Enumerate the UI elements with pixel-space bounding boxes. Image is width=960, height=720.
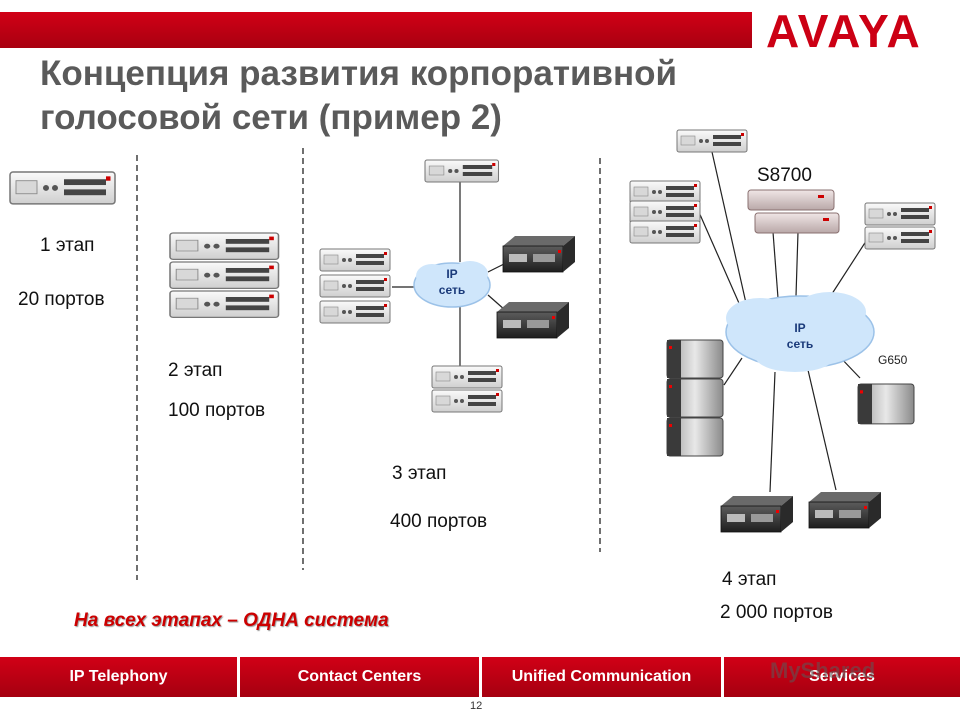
ip-cloud-2-label-line2: сеть [786,337,814,351]
page-number: 12 [470,700,483,712]
stage4-gateway-top [676,129,748,153]
stage4-cabinet-3 [666,417,724,457]
s8700-servers [747,189,840,234]
stage-4-label: 4 этап [722,569,777,590]
footer-tab-ip-telephony[interactable]: IP Telephony [0,657,240,697]
stage4-gateway-right-2 [864,226,936,250]
stage4-gateway-left-1 [629,180,701,204]
ip-cloud-1-label-line1: IP [446,267,458,281]
ip-cloud-1-label: IP сеть [432,266,472,298]
stage3-gateway-left-2 [319,274,391,298]
footer-tab-contact-centers[interactable]: Contact Centers [240,657,482,697]
footer-tab-unified-communication[interactable]: Unified Communication [482,657,724,697]
s8700-label: S8700 [757,165,812,186]
stage1-gateway [9,171,116,205]
stage2-gateway-2 [169,261,280,290]
ip-cloud-1 [413,261,491,308]
stage-1-label: 1 этап [40,235,95,256]
stage4-media-server-2 [808,491,882,529]
stage-3-ports: 400 портов [390,511,488,532]
stage3-gateway-bottom-1 [431,365,503,389]
title-line-1: Концепция развития корпоративной [40,54,678,93]
stage4-cabinet-2 [666,378,724,418]
stage4-media-server-1 [720,495,794,533]
stage2-gateway-1 [169,232,280,261]
slogan: На всех этапах – ОДНА система [74,610,389,631]
stage4-gateway-right-1 [864,202,936,226]
stage4-gateway-left-2 [629,200,701,224]
stage3-media-server-1 [502,235,576,273]
stage-4-ports: 2 000 портов [720,602,833,623]
ip-cloud-2-label-line1: IP [794,321,806,335]
ip-cloud-1-label-line2: сеть [438,283,466,297]
footer-bar: IP Telephony Contact Centers Unified Com… [0,657,960,697]
stage3-media-server-2 [496,301,570,339]
title-line-2: голосовой сети (пример 2) [40,98,502,137]
stage4-cabinet-1 [666,339,724,379]
watermark: MyShared [770,658,876,683]
avaya-logo: AVAYA [766,5,922,57]
stage3-gateway-left-3 [319,300,391,324]
ip-cloud-2-label: IP сеть [780,320,820,352]
stage-2-label: 2 этап [168,360,223,381]
stage4-g650-cabinet [857,383,915,425]
stage2-gateway-3 [169,290,280,319]
stage3-gateway-top [424,159,500,183]
g650-label: G650 [878,353,908,367]
header-red-bar [0,12,752,48]
slide-title: Концепция развития корпоративной голосов… [40,52,677,140]
ip-cloud-2 [725,292,875,372]
stage-1-ports: 20 портов [18,289,105,310]
stage-3-label: 3 этап [392,463,447,484]
stage3-gateway-bottom-2 [431,389,503,413]
stage3-gateway-left-1 [319,248,391,272]
stage-2-ports: 100 портов [168,400,266,421]
stage4-gateway-left-3 [629,220,701,244]
footer-tab-services[interactable]: Services [724,657,960,697]
